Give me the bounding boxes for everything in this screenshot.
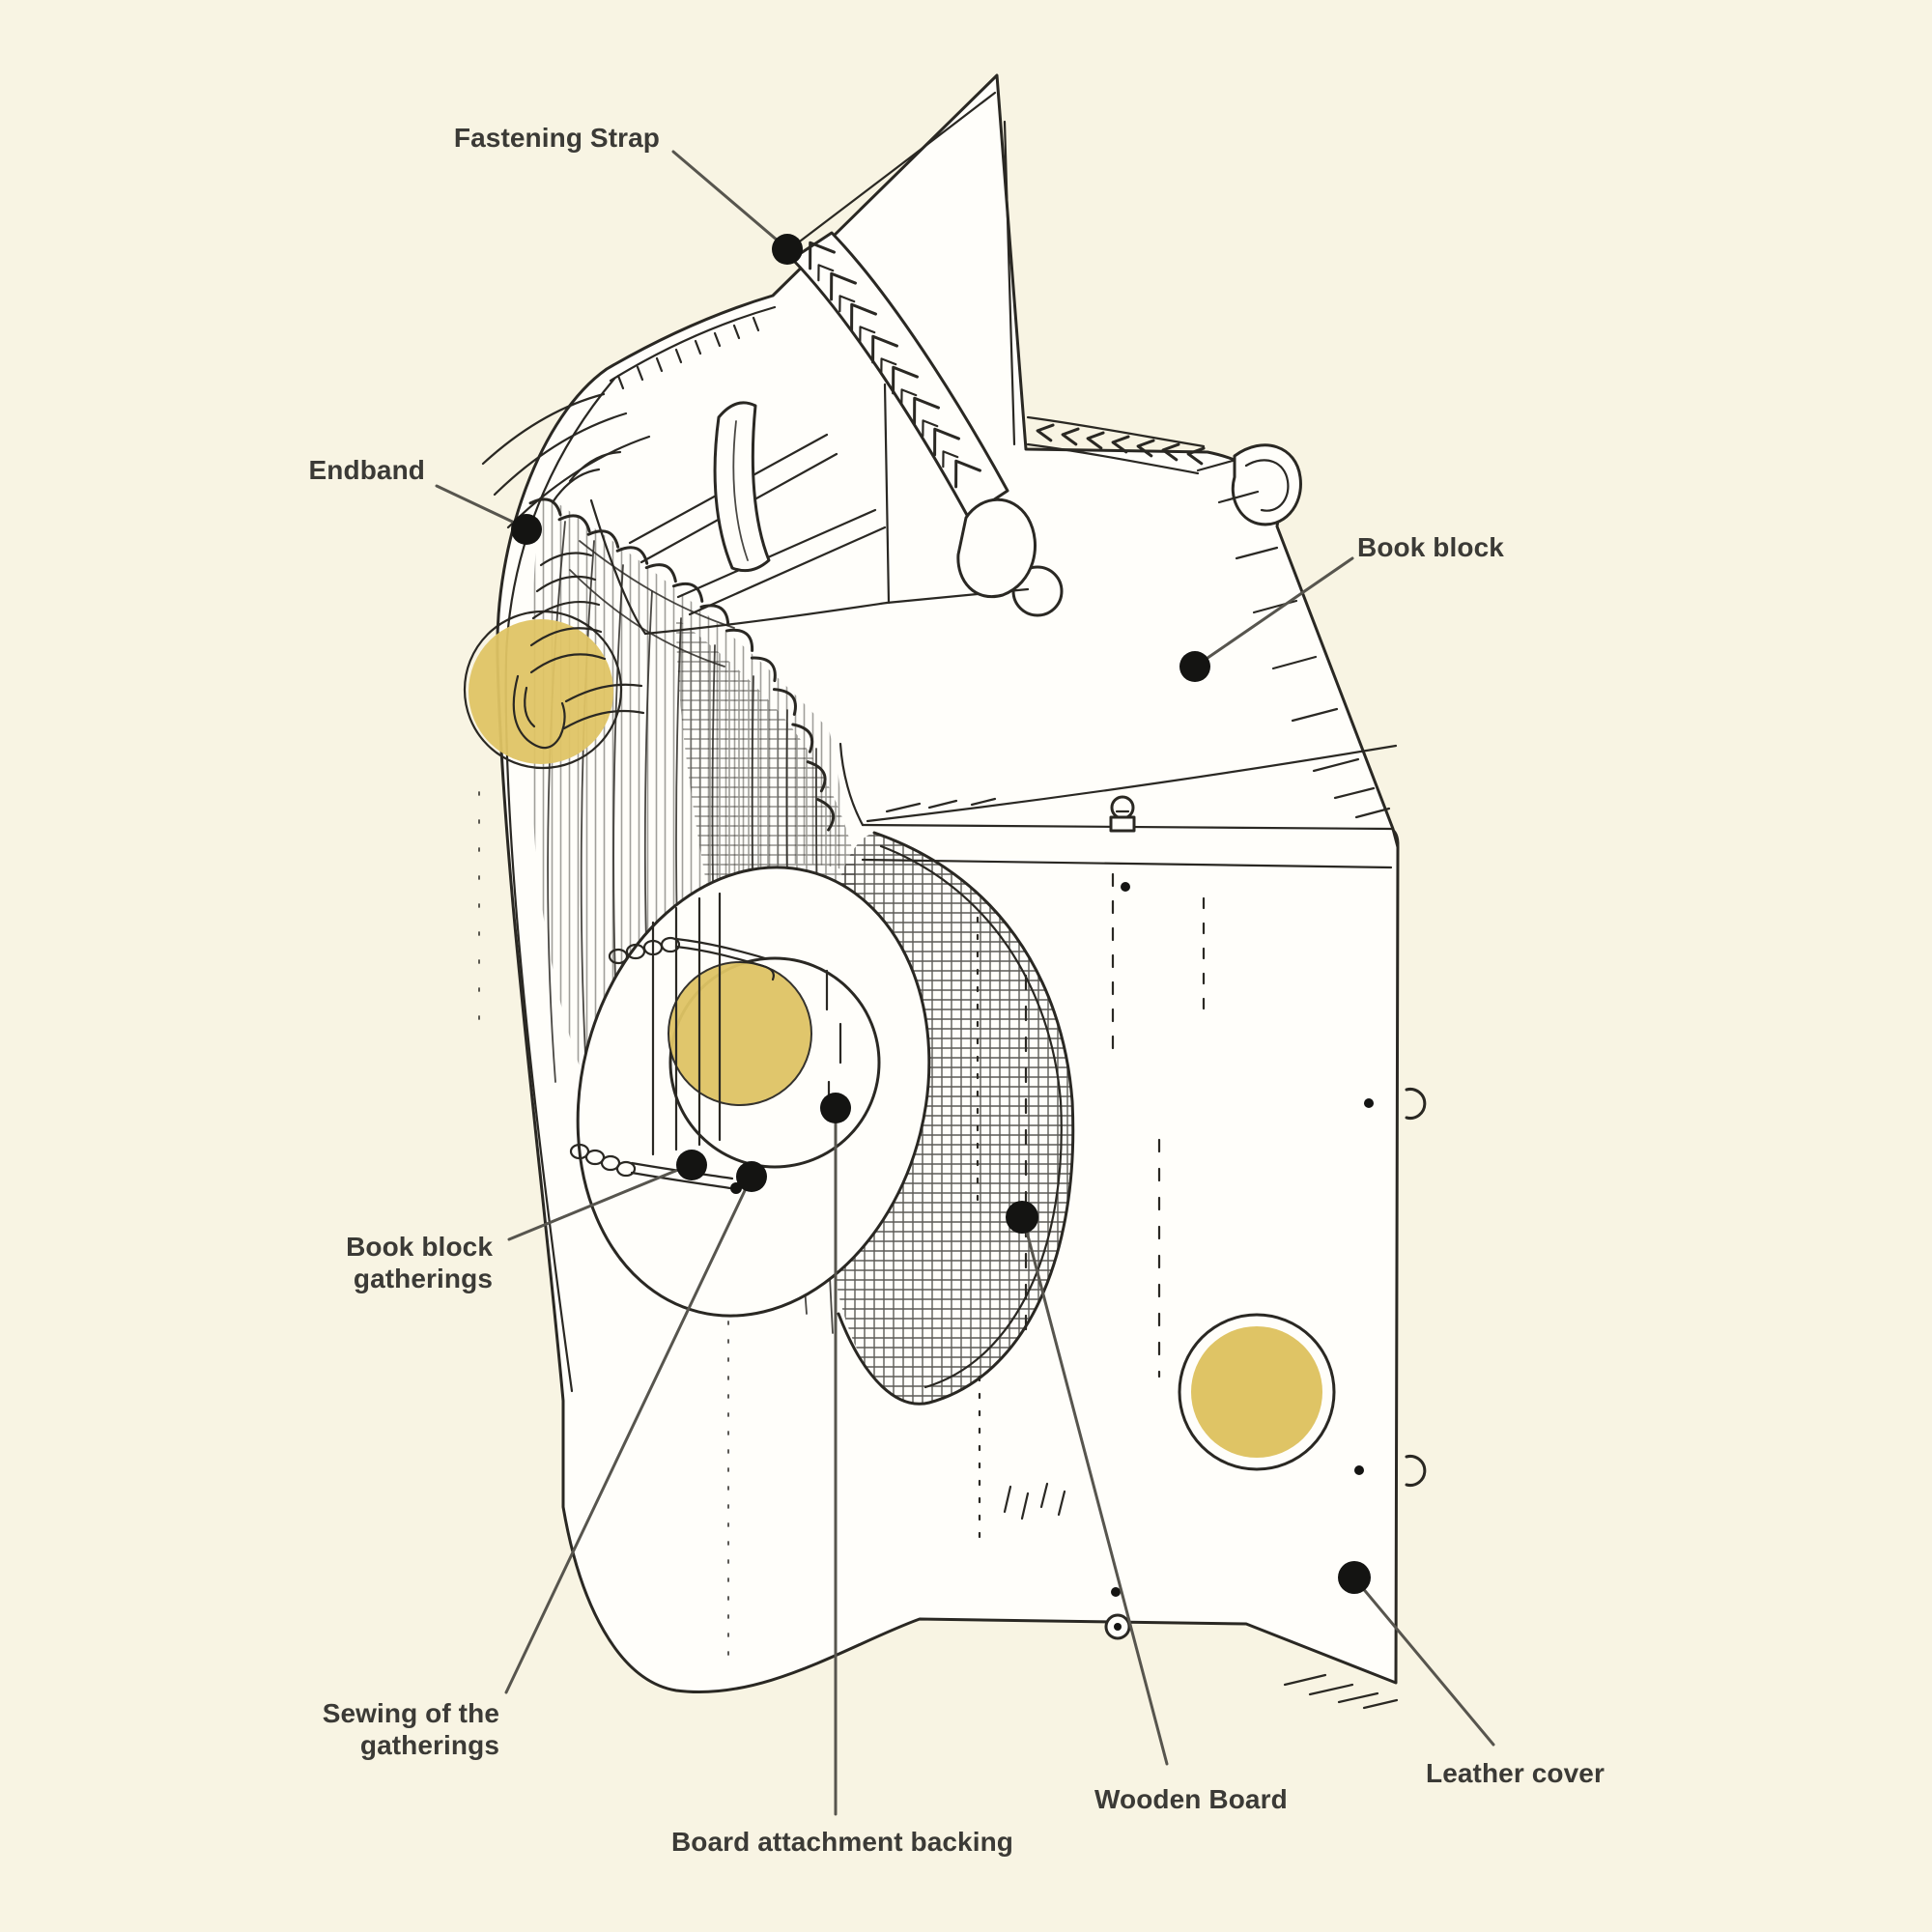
label-sewing-of-the-gatherings: Sewing of the gatherings: [322, 1698, 499, 1761]
label-fastening-strap: Fastening Strap: [453, 123, 660, 153]
dot-endband: [511, 514, 542, 545]
label-book-block: Book block: [1357, 532, 1504, 562]
leader-endband: [435, 484, 526, 529]
straps: [628, 401, 887, 616]
label-endband: Endband: [308, 455, 425, 485]
label-book-block-gatherings: Book block gatherings: [346, 1232, 493, 1294]
leader-book-block: [1196, 556, 1354, 667]
leader-fastening-strap: [671, 150, 786, 248]
label-wooden-board: Wooden Board: [1094, 1784, 1288, 1814]
corner-ear-loop: [1231, 443, 1302, 526]
gathering-arches: [528, 497, 836, 832]
leader-book-block-gatherings: [507, 1163, 692, 1241]
endband-detail: [463, 450, 735, 770]
dot-book-block-gatherings: [676, 1150, 707, 1180]
dot-board-attachment-backing: [820, 1093, 851, 1123]
label-board-attachment-backing: Board attachment backing: [670, 1827, 1014, 1857]
right-edge-clasp-upper: [1405, 1088, 1427, 1120]
top-edge-endband-braid: [1026, 415, 1206, 475]
label-leather-cover: Leather cover: [1426, 1758, 1605, 1788]
chain-stitch-top: [608, 936, 775, 981]
fore-edge-ticks: [1196, 459, 1391, 819]
strap-tip: [956, 497, 1037, 599]
dot-wooden-board: [1006, 1201, 1038, 1234]
endband-highlight-circle: [469, 619, 613, 764]
cover-highlight: [1178, 1313, 1336, 1471]
dot-book-block: [1179, 651, 1210, 682]
wood-grain: [976, 872, 1206, 1552]
spine-ridge: [609, 305, 777, 390]
book-block-top: [866, 443, 1398, 823]
dot-leather-cover: [1338, 1561, 1371, 1594]
leader-lines: [435, 150, 1495, 1816]
right-edge-clasp-lower: [1405, 1455, 1427, 1487]
top-edge-pin: [1109, 795, 1136, 833]
dot-fastening-strap: [772, 234, 803, 265]
standing-leaf: [589, 91, 1030, 636]
page-fan-arcs: [481, 392, 651, 529]
callout-dots: [511, 234, 1371, 1594]
leader-leather-cover: [1354, 1578, 1495, 1747]
fastening-strap-braid: [790, 231, 1064, 617]
bottom-edge-pin: [1104, 1613, 1131, 1640]
sewing-highlight-circle: [668, 961, 812, 1106]
pages-bottom-edge: [866, 744, 1398, 823]
cover-highlight-circle: [1191, 1326, 1322, 1458]
leader-wooden-board: [1022, 1219, 1169, 1766]
leader-sewing-of-the-gatherings: [504, 1179, 752, 1694]
dot-sewing-of-the-gatherings: [736, 1161, 767, 1192]
leather-cover-panel: [838, 742, 1427, 1710]
ground-hatch: [1283, 1673, 1399, 1710]
